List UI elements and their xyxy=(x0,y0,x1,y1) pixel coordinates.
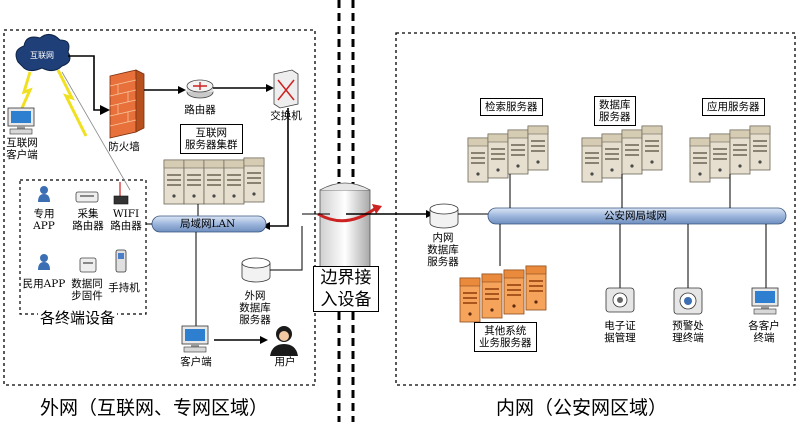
app-servers-icon xyxy=(689,125,771,183)
inner-db-servers-icon xyxy=(581,125,663,183)
internet-client-pc-icon xyxy=(7,107,35,135)
user-icon xyxy=(270,326,298,356)
lightning-icon xyxy=(56,69,88,137)
sync-firmware-icon xyxy=(79,257,97,273)
handheld-icon xyxy=(115,249,127,273)
server-cluster-label: 互联网服务器集群 xyxy=(180,124,243,154)
terminals-group-title: 各终端设备 xyxy=(38,307,118,328)
client-terminals-label: 各客户终端 xyxy=(748,320,780,344)
wifi-router-icon xyxy=(113,182,129,205)
user-label: 用户 xyxy=(274,356,296,368)
firewall-label: 防火墙 xyxy=(108,141,140,153)
outer-server-cluster-icon xyxy=(163,157,265,205)
other-business-servers-icon xyxy=(459,265,547,323)
client-terminal-pc-icon xyxy=(751,287,779,315)
cert-mgmt-label: 电子证据管理 xyxy=(604,320,636,344)
internet-client-label: 互联网客户端 xyxy=(6,137,38,161)
switch-icon xyxy=(273,69,299,109)
outer-client-label: 客户端 xyxy=(180,356,212,368)
police-lan-bar xyxy=(487,207,787,225)
outer-zone-title: 外网（互联网、专网区域） xyxy=(40,397,269,419)
handheld-label: 手持机 xyxy=(108,282,140,294)
outer-db-server-icon xyxy=(241,257,271,283)
inner-db-servers-label: 数据库服务器 xyxy=(594,96,636,126)
border-gateway-label: 边界接入设备 xyxy=(313,266,379,312)
router-label: 路由器 xyxy=(184,104,216,116)
internet-cloud-icon xyxy=(15,34,71,72)
outer-zone-border xyxy=(3,29,316,386)
inner-db-server-icon xyxy=(429,203,459,229)
civil-app-label: 民用APP xyxy=(22,278,66,290)
civil-app-user-icon xyxy=(38,254,50,270)
search-servers-icon xyxy=(467,125,549,183)
inner-zone-title: 内网（公安网区域） xyxy=(496,397,668,419)
lightning-icon xyxy=(20,71,33,109)
search-servers-label: 检索服务器 xyxy=(480,98,543,116)
router-icon xyxy=(186,79,214,99)
lan-bar-label: 局域网LAN xyxy=(180,218,236,230)
app-servers-label: 应用服务器 xyxy=(702,98,765,116)
collect-router-label: 采集路由器 xyxy=(72,208,104,232)
app-user-icon xyxy=(38,186,50,202)
sync-firmware-label: 数据同步固件 xyxy=(71,278,103,302)
internet-cloud-label: 互联网 xyxy=(30,51,54,60)
outer-db-server-label: 外网数据库服务器 xyxy=(239,290,271,326)
terminals-group-border xyxy=(19,179,147,315)
other-servers-label: 其他系统业务服务器 xyxy=(474,322,537,352)
certificate-icon xyxy=(605,287,635,313)
inner-db-server-label: 内网数据库服务器 xyxy=(427,232,459,268)
warning-terminal-icon xyxy=(673,287,703,315)
switch-label: 交换机 xyxy=(270,110,302,122)
inner-zone-border xyxy=(395,32,796,386)
police-lan-label: 公安网局域网 xyxy=(604,210,667,222)
outer-client-pc-icon xyxy=(181,325,209,353)
warning-terminal-label: 预警处理终端 xyxy=(672,320,704,344)
firewall-icon xyxy=(109,69,145,139)
collect-router-icon xyxy=(75,191,99,203)
